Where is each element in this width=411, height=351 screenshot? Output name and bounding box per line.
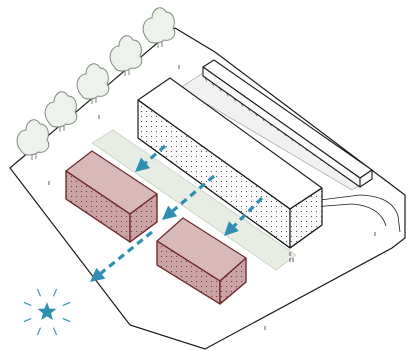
low-bar-building: [202, 59, 373, 188]
tree-icon: [44, 91, 78, 132]
arrow-icon: [162, 205, 178, 220]
arrow-icon: [224, 221, 239, 236]
tree-row: [16, 7, 176, 160]
arrow-to-star: [90, 230, 154, 282]
arrow-icon: [135, 157, 151, 172]
movement-arrows: [135, 144, 264, 236]
tree-icon: [76, 63, 110, 104]
existing-building: [137, 77, 323, 249]
new-building-2: [156, 217, 247, 305]
star-shape: [37, 302, 57, 321]
site-marks: [48, 65, 376, 330]
tree-icon: [109, 35, 143, 76]
road-edge-2: [311, 203, 387, 227]
road-edge: [319, 194, 401, 233]
new-building-1: [65, 150, 158, 243]
star-rays: [23, 288, 71, 336]
arrow-icon: [90, 267, 106, 282]
tree-icon: [16, 119, 50, 160]
star-icon: [23, 288, 71, 336]
tree-icon: [142, 7, 176, 48]
